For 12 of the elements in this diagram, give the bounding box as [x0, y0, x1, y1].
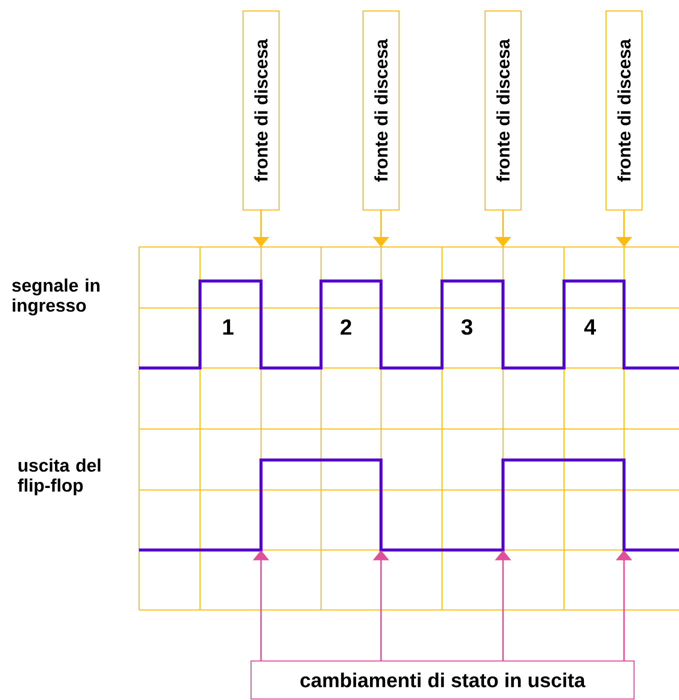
output-waveform [139, 458, 679, 552]
label-box: fronte di discesa [484, 10, 522, 210]
label-box: cambiamenti di stato in uscita [250, 660, 634, 700]
pulse-number: 1 [223, 319, 234, 335]
label-box: fronte di discesa [606, 10, 642, 210]
pulse-number: 3 [461, 319, 472, 335]
signal-label: uscita del flip-flop [18, 458, 100, 496]
label-box: fronte di discesa [242, 10, 280, 210]
pulse-number: 4 [584, 319, 596, 335]
pulse-number: 2 [340, 319, 352, 335]
signal-label: segnale in ingresso [12, 278, 100, 316]
label-box: fronte di discesa [362, 10, 400, 210]
